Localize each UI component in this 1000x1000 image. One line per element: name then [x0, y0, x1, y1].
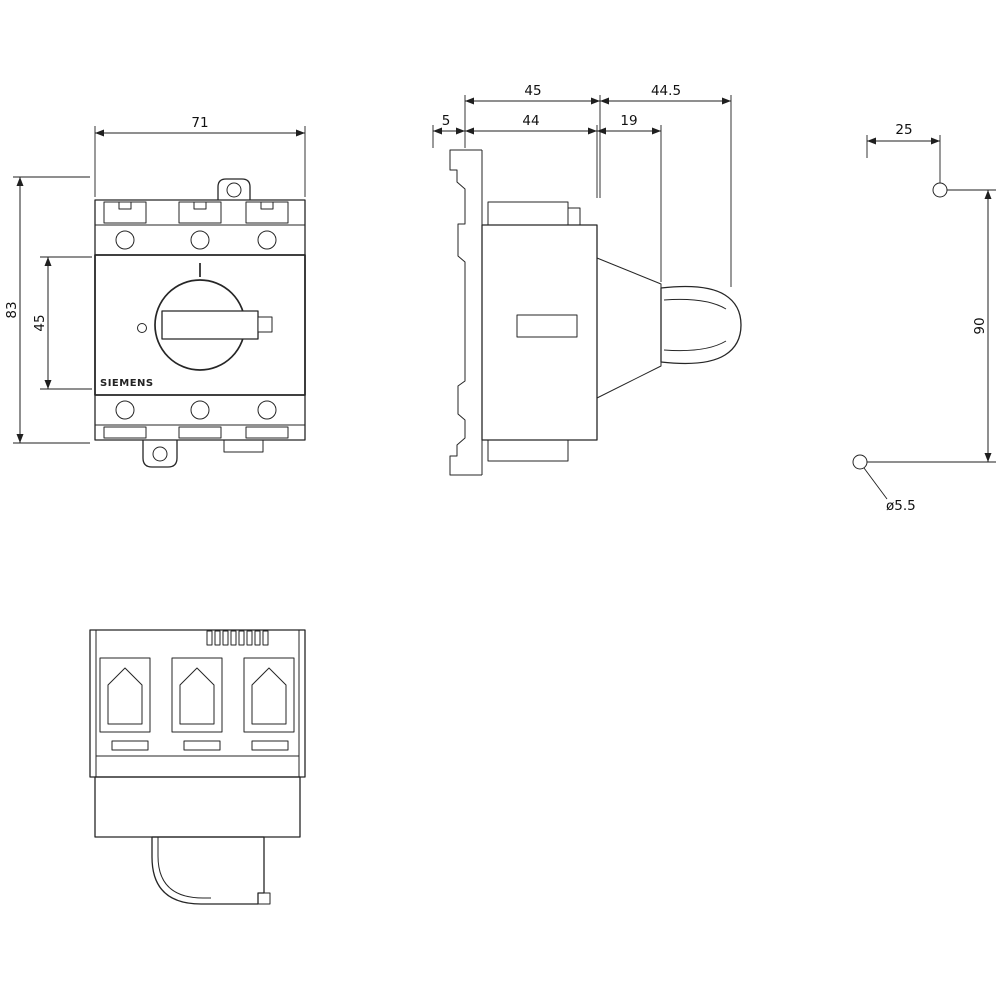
side-top-tab [567, 207, 581, 226]
dimension-label-hole-offset: 25 [895, 122, 912, 138]
front-dimension-width: 71 [94, 115, 306, 197]
dimension-label-height: 83 [4, 301, 20, 318]
terminal-openings [99, 657, 295, 733]
side-handle[interactable] [660, 285, 742, 365]
bottom-step [223, 439, 264, 453]
side-view: 45 44.5 5 44 19 [432, 83, 742, 476]
bottom-handle [151, 836, 271, 905]
switch-face [94, 254, 306, 396]
dimension-label-handle-length: 44.5 [651, 83, 681, 99]
top-terminal-blocks [103, 201, 289, 224]
top-terminal-screws [115, 230, 277, 250]
side-dimension-detail: 5 44 19 [432, 113, 662, 282]
brand-label: SIEMENS [100, 378, 154, 389]
front-view: 71 83 45 [4, 115, 306, 468]
label-window [516, 314, 578, 338]
handle-shaft [596, 257, 662, 399]
side-device-body [481, 201, 742, 462]
front-dimension-height: 83 [4, 176, 90, 444]
bottom-lower-band [94, 776, 301, 838]
bottom-terminal-screws [115, 400, 277, 420]
drill-dimension-offset: 25 [866, 122, 941, 183]
test-slots [111, 740, 289, 751]
dimension-label-depth: 45 [524, 83, 541, 99]
side-top-block [487, 201, 569, 226]
drill-dimension-spacing: 90 [867, 189, 996, 463]
bottom-housing-outline [89, 629, 306, 778]
dimension-label-hole-spacing: 90 [972, 317, 988, 334]
knob-handle-tip [257, 316, 273, 333]
drill-hole-top [932, 182, 948, 198]
top-mounting-tab [217, 178, 251, 200]
front-device-body: SIEMENS [94, 178, 306, 468]
dimension-label-hole-diameter: ø5.5 [886, 498, 916, 514]
dimension-label-body-depth: 44 [522, 113, 539, 129]
knob-handle[interactable] [161, 310, 259, 340]
bottom-terminal-blocks [103, 426, 289, 439]
bottom-view [89, 629, 306, 905]
din-rail-clip [449, 149, 483, 476]
drill-dimension-diameter: ø5.5 [863, 467, 916, 514]
front-dimension-face-height: 45 [32, 256, 92, 390]
bottom-mounting-tab [142, 440, 178, 468]
dimension-label-rail-depth: 5 [442, 113, 451, 129]
top-mounting-hole [226, 182, 242, 198]
dimension-label-face-height: 45 [32, 314, 48, 331]
ventilation-slots [206, 630, 269, 646]
drilling-plan: 25 90 ø5.5 [852, 122, 996, 514]
bottom-mounting-hole [152, 446, 168, 462]
side-bottom-block [487, 439, 569, 462]
dimension-label-width: 71 [191, 115, 208, 131]
padlock-hole [137, 323, 147, 333]
dimension-label-shaft-depth: 19 [620, 113, 637, 129]
drill-hole-bottom [852, 454, 868, 470]
side-dimension-depth: 45 44.5 [464, 83, 732, 287]
